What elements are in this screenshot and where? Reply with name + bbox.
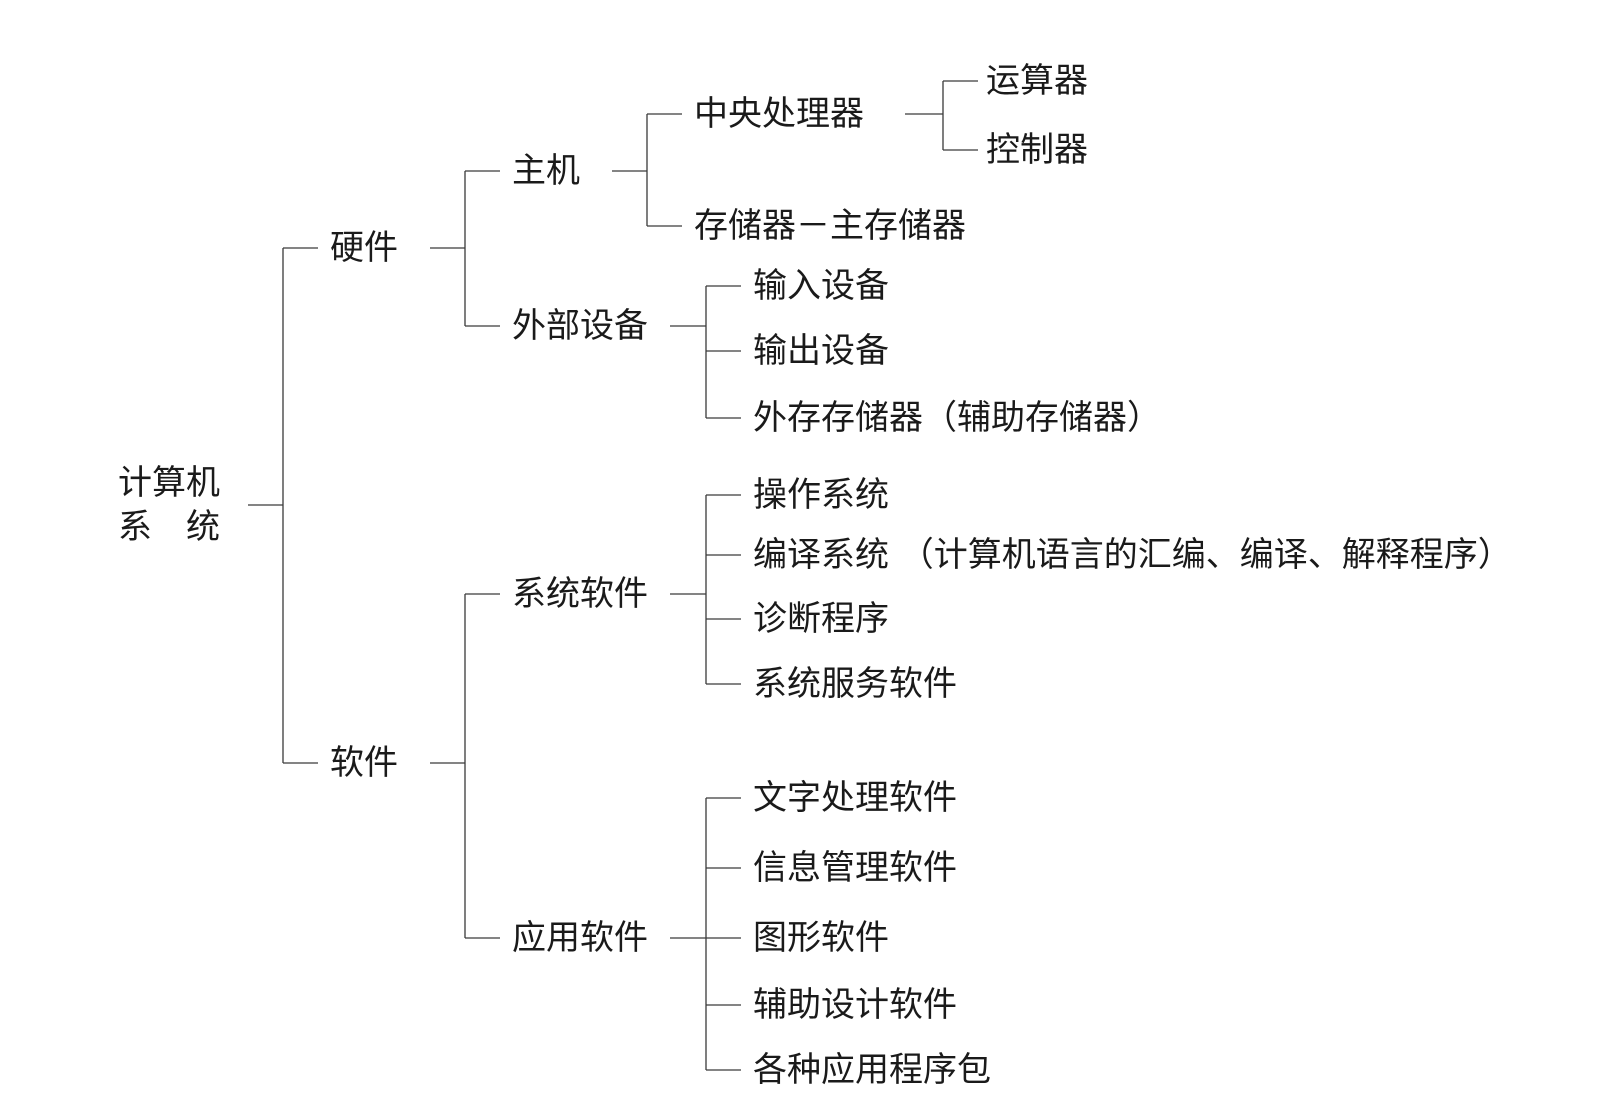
node-root-computer-system: 计算机 系 统 (118, 461, 220, 549)
connector-application-software (670, 797, 741, 1071)
node-host: 主机 (512, 151, 580, 191)
node-application-software-item: 图形软件 (753, 918, 889, 958)
node-peripherals: 外部设备 (512, 306, 648, 346)
node-application-software-item: 各种应用程序包 (753, 1050, 991, 1090)
node-cpu: 中央处理器 (694, 94, 864, 134)
node-application-software: 应用软件 (512, 918, 648, 958)
node-system-software-item: 系统服务软件 (753, 664, 957, 704)
connector-root (248, 247, 318, 764)
node-system-software-item: 诊断程序 (753, 599, 889, 639)
connector-peripherals (670, 285, 741, 419)
node-application-software-item: 辅助设计软件 (753, 985, 957, 1025)
node-system-software-item: 操作系统 (753, 475, 889, 515)
node-system-software: 系统软件 (512, 574, 648, 614)
connector-host (612, 113, 682, 227)
root-label-line1: 计算机 (118, 463, 220, 503)
node-hardware: 硬件 (330, 228, 398, 268)
node-memory: 存储器－主存储器 (694, 206, 966, 246)
node-input-device: 输入设备 (753, 266, 889, 306)
connector-system-software (670, 494, 741, 685)
node-external-storage: 外存存储器（辅助存储器） (753, 398, 1161, 438)
node-system-software-item: 编译系统 （计算机语言的汇编、编译、解释程序） (753, 535, 1512, 575)
node-software: 软件 (330, 743, 398, 783)
connector-software (430, 593, 500, 939)
node-application-software-item: 信息管理软件 (753, 848, 957, 888)
connector-cpu (905, 80, 978, 151)
node-application-software-item: 文字处理软件 (753, 778, 957, 818)
connector-hardware (430, 170, 500, 327)
root-label-line2: 系 统 (118, 507, 220, 547)
node-alu: 运算器 (986, 61, 1088, 101)
node-controller: 控制器 (986, 130, 1088, 170)
node-output-device: 输出设备 (753, 331, 889, 371)
